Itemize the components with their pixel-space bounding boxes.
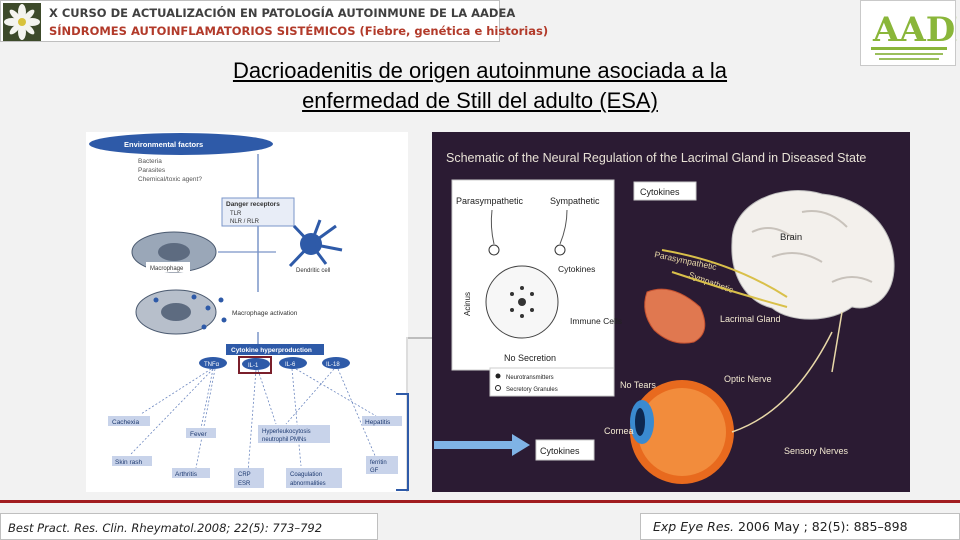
cytokine-hyperproduction-bar xyxy=(226,344,324,355)
danger-receptors-label: Danger receptors xyxy=(226,201,280,208)
cytokine-il1 xyxy=(242,358,270,370)
citation-left-box: Best Pract. Res. Clin. Rheymatol.2008; 2… xyxy=(0,513,378,540)
crp-label: CRP xyxy=(238,472,251,478)
no-secretion-label: No Secretion xyxy=(504,353,556,363)
aosd-pathogenesis-figure: Environmental factors Bacteria Parasites… xyxy=(86,132,408,492)
env-item-toxic: Chemical/toxic agent? xyxy=(138,176,202,183)
aadea-logo: AADEA xyxy=(860,0,960,66)
arthritis-box xyxy=(172,468,210,478)
crp-esr-box xyxy=(234,468,264,488)
neurotransmitters-label: Neurotransmitters xyxy=(506,375,554,381)
abnormalities-label: abnormalities xyxy=(290,481,326,487)
lacrimal-gland xyxy=(644,288,706,344)
gf-label: GF xyxy=(370,468,379,474)
danger-item-nlr: NLR / RLR xyxy=(230,219,260,225)
cytokine-il18 xyxy=(322,357,350,369)
cytokine-il6 xyxy=(279,357,307,369)
dashed-arrows xyxy=(130,368,377,473)
cytokines-bottom-box xyxy=(535,439,595,461)
optic-nerve-label: Optic Nerve xyxy=(724,374,772,384)
bottom-rule xyxy=(0,500,960,503)
env-item-bacteria: Bacteria xyxy=(138,158,162,165)
macrophage-label: Macrophage xyxy=(150,266,184,272)
cytokine-il18-label: IL-18 xyxy=(326,362,340,368)
cytokines-top-box xyxy=(633,181,697,201)
brain-shape xyxy=(731,190,895,320)
slide-title-line1: Dacrioadenitis de origen autoinmune asoc… xyxy=(232,58,728,83)
immune-cells-label: Immune Cells xyxy=(570,316,622,326)
hepatitis-box xyxy=(362,416,402,426)
acinus-label: Acinus xyxy=(463,292,472,316)
logo-text: AADEA xyxy=(872,10,957,50)
ferritin-label: ferritin xyxy=(370,460,387,466)
lacrimal-gland-label: Lacrimal Gland xyxy=(720,314,781,324)
cytokine-il6-label: IL-6 xyxy=(285,362,296,368)
neutrophil-label: neutrophil PMNs xyxy=(262,437,306,443)
cytokines-bottom-label: Cytokines xyxy=(540,446,580,456)
citation-right-box: Exp Eye Res. 2006 May ; 82(5): 885–898 xyxy=(640,513,960,540)
hyperleukocytosis-box xyxy=(258,425,330,443)
env-factors-label: Environmental factors xyxy=(124,140,203,149)
sensory-nerves-label: Sensory Nerves xyxy=(784,446,849,456)
course-title: X CURSO DE ACTUALIZACIÓN EN PATOLOGÍA AU… xyxy=(49,6,516,20)
il1-highlight-box xyxy=(238,356,272,374)
cachexia-box xyxy=(108,416,150,426)
secretory-granules-label: Secretory Granules xyxy=(506,387,558,393)
cytokine-tnf-label: TNFα xyxy=(204,362,220,368)
env-item-parasites: Parasites xyxy=(138,167,166,174)
coagulation-label: Coagulation xyxy=(290,472,322,478)
danger-receptors-box xyxy=(221,197,295,227)
fever-label: Fever xyxy=(190,431,207,438)
lacrimal-gland-schematic: Schematic of the Neural Regulation of th… xyxy=(432,132,910,492)
dendritic-cell-label: Dendritic cell xyxy=(296,268,330,274)
dendritic-cell xyxy=(288,219,343,268)
macrophage-activation-label: Macrophage activation xyxy=(232,310,298,317)
connector-line xyxy=(408,337,432,339)
course-header-banner: X CURSO DE ACTUALIZACIÓN EN PATOLOGÍA AU… xyxy=(0,0,548,42)
env-factors-ellipse xyxy=(89,133,273,155)
citation-right: Exp Eye Res. 2006 May ; 82(5): 885–898 xyxy=(653,519,908,534)
cytokine-il1-label: IL-1 xyxy=(248,363,259,369)
cornea-label: Cornea xyxy=(604,426,634,436)
cytokines-mid-label: Cytokines xyxy=(558,264,595,274)
skin-rash-box xyxy=(112,456,152,466)
sympathetic-label: Sympathetic xyxy=(550,196,600,206)
hepatitis-label: Hepatitis xyxy=(365,419,391,426)
legend-box xyxy=(489,367,615,397)
flower-logo-icon xyxy=(3,3,41,41)
schematic-title: Schematic of the Neural Regulation of th… xyxy=(446,151,866,165)
blue-bracket xyxy=(396,393,409,491)
coagulation-box xyxy=(286,468,342,488)
skin-rash-label: Skin rash xyxy=(115,459,142,466)
aadea-logo-icon: AADEA xyxy=(871,10,960,60)
arrow-into-cytokines xyxy=(434,434,530,456)
parasympathetic-label: Parasympathetic xyxy=(456,196,524,206)
citation-right-journal: Exp Eye Res. xyxy=(653,519,735,534)
hyperleukocytosis-label: Hyperleukocytosis xyxy=(262,429,311,435)
citation-left: Best Pract. Res. Clin. Rheymatol.2008; 2… xyxy=(8,521,323,535)
fever-box xyxy=(186,428,216,438)
danger-item-tlr: TLR xyxy=(230,211,242,217)
cytokine-hyperproduction-label: Cytokine hyperproduction xyxy=(231,347,312,354)
course-subtitle: SÍNDROMES AUTOINFLAMATORIOS SISTÉMICOS (… xyxy=(49,24,549,38)
ferritin-box xyxy=(366,456,398,474)
arthritis-label: Arthritis xyxy=(175,471,198,478)
brain-label: Brain xyxy=(780,232,802,243)
cachexia-label: Cachexia xyxy=(112,419,139,426)
citation-right-details: 2006 May ; 82(5): 885–898 xyxy=(734,519,908,534)
slide-title-line2: enfermedad de Still del adulto (ESA) xyxy=(302,88,658,113)
cytokine-tnf xyxy=(199,357,227,369)
cytokines-top-label: Cytokines xyxy=(640,187,680,197)
slide-title: Dacrioadenitis de origen autoinmune asoc… xyxy=(120,56,840,116)
esr-label: ESR xyxy=(238,481,251,487)
no-tears-label: No Tears xyxy=(620,380,656,390)
